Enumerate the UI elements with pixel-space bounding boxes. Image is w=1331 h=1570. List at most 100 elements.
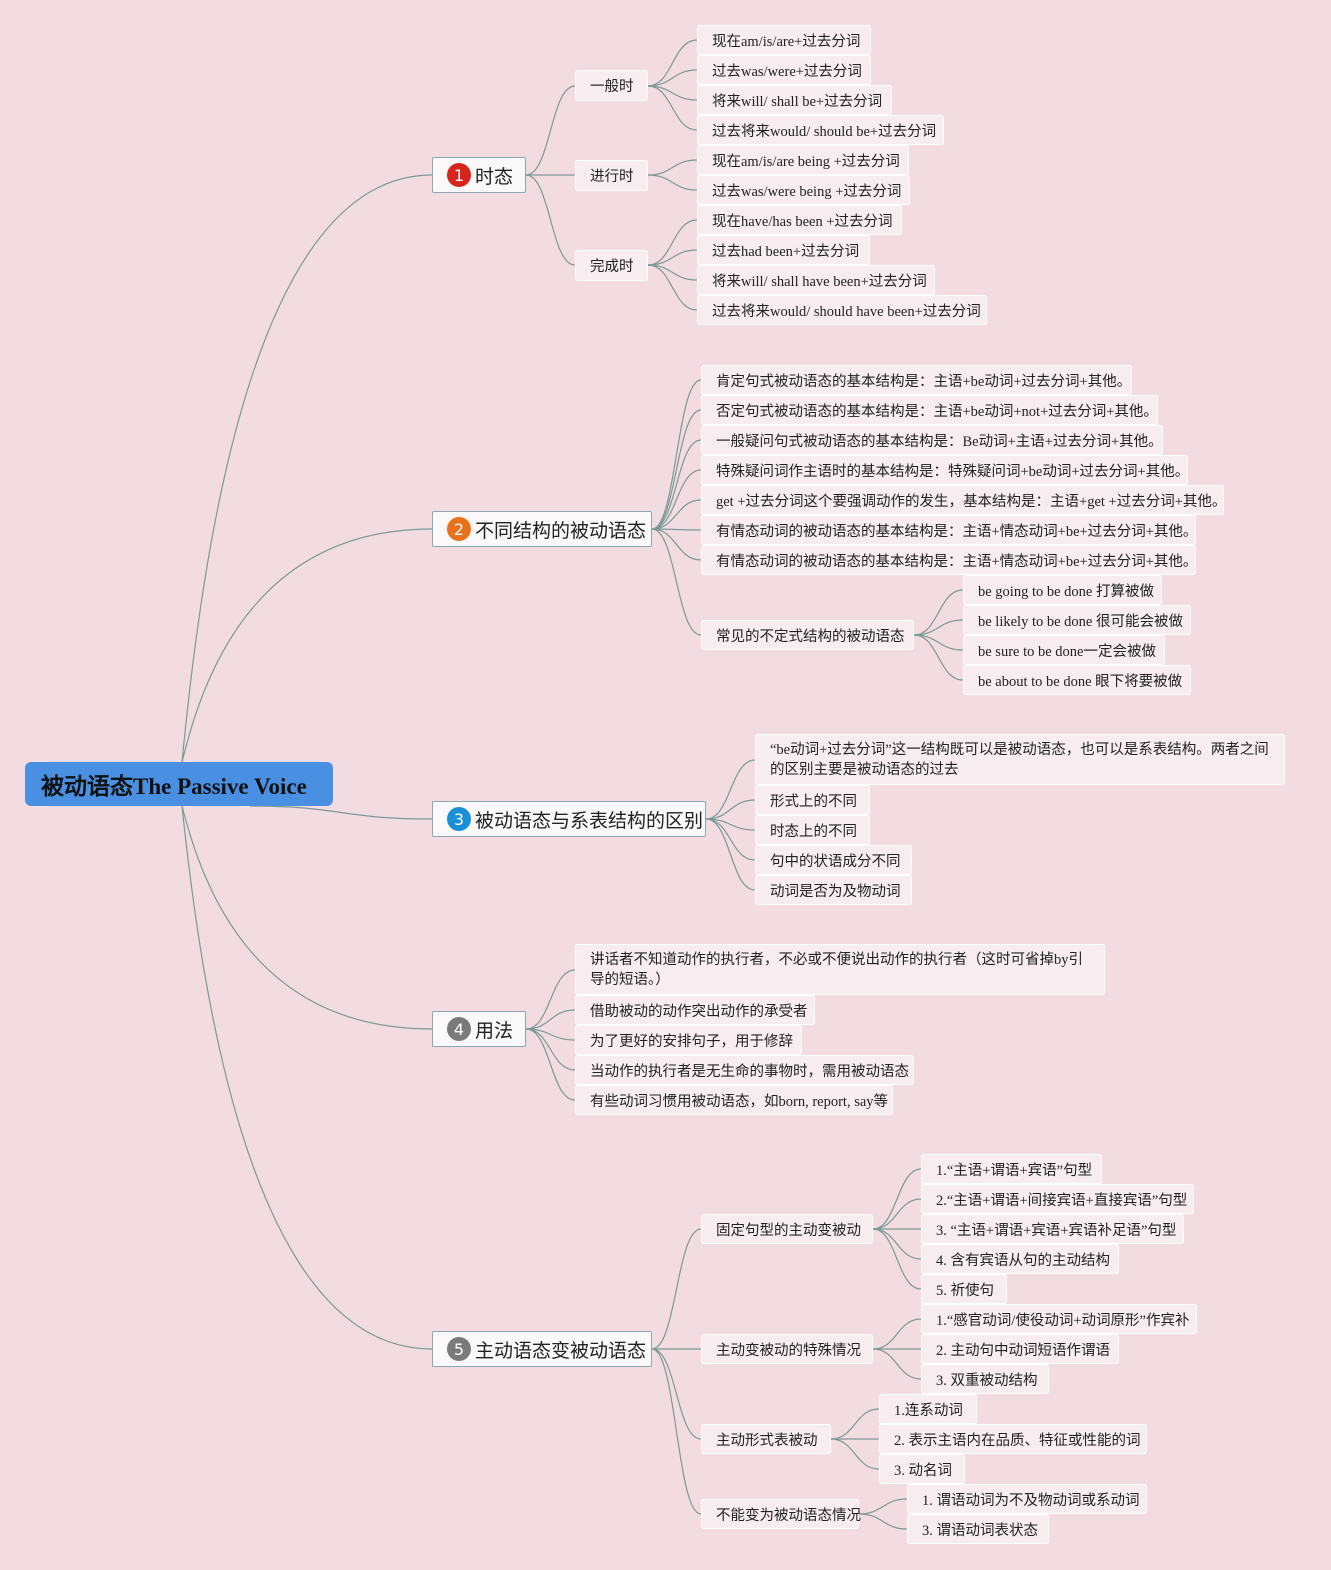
leaf-text: 过去was/were being +过去分词: [712, 183, 902, 200]
leaf-item[interactable]: be sure to be done一定会被做: [963, 635, 1165, 665]
leaf-item[interactable]: 借助被动的动作突出动作的承受者: [575, 995, 815, 1025]
branch-difference[interactable]: 3 被动语态与系表结构的区别: [432, 801, 706, 837]
sub-fixed-patterns[interactable]: 固定句型的主动变被动: [701, 1214, 873, 1244]
leaf-text: 有些动词习惯用被动语态，如born, report, say等: [590, 1093, 889, 1110]
branch-active-to-passive[interactable]: 5 主动语态变被动语态: [432, 1331, 652, 1367]
leaf-item[interactable]: 将来will/ shall be+过去分词: [697, 85, 892, 115]
leaf-text: 2. 表示主语内在品质、特征或性能的词: [894, 1432, 1141, 1449]
sub-label: 固定句型的主动变被动: [716, 1222, 861, 1239]
leaf-text: 3. 双重被动结构: [936, 1372, 1038, 1389]
number-badge-2: 2: [447, 517, 471, 541]
leaf-text: 为了更好的安排句子，用于修辞: [590, 1033, 793, 1050]
leaf-item[interactable]: 3. 双重被动结构: [921, 1364, 1049, 1394]
leaf-item[interactable]: 3. 谓语动词表状态: [907, 1514, 1049, 1544]
connector-line: [651, 439, 702, 530]
leaf-text: 借助被动的动作突出动作的承受者: [590, 1003, 808, 1020]
leaf-item[interactable]: 动词是否为及物动词: [755, 875, 912, 905]
leaf-item[interactable]: 当动作的执行者是无生命的事物时，需用被动语态: [575, 1055, 914, 1085]
sub-perfect-tense[interactable]: 完成时: [575, 250, 648, 281]
branch-structures[interactable]: 2 不同结构的被动语态: [432, 511, 652, 547]
connector-line: [858, 1498, 908, 1515]
leaf-item[interactable]: 4. 含有宾语从句的主动结构: [921, 1244, 1119, 1274]
root-node[interactable]: 被动语态The Passive Voice: [25, 762, 333, 806]
connector-line: [872, 1228, 922, 1260]
leaf-item[interactable]: 1. 谓语动词为不及物动词或系动词: [907, 1484, 1147, 1514]
leaf-item[interactable]: 将来will/ shall have been+过去分词: [697, 265, 935, 295]
connector-line: [651, 499, 702, 530]
leaf-text: 当动作的执行者是无生命的事物时，需用被动语态: [590, 1063, 909, 1080]
leaf-item[interactable]: 有情态动词的被动语态的基本结构是：主语+情态动词+be+过去分词+其他。: [701, 515, 1198, 545]
leaf-item[interactable]: 一般疑问句式被动语态的基本结构是：Be动词+主语+过去分词+其他。: [701, 425, 1163, 455]
leaf-text: 讲话者不知道动作的执行者，不必或不便说出动作的执行者（这时可省掉by引导的短语。…: [590, 951, 1083, 988]
leaf-text: 过去had been+过去分词: [712, 243, 860, 260]
leaf-item[interactable]: 过去had been+过去分词: [697, 235, 870, 265]
sub-special-cases[interactable]: 主动变被动的特殊情况: [701, 1334, 873, 1364]
leaf-item[interactable]: 特殊疑问词作主语时的基本结构是：特殊疑问词+be动词+过去分词+其他。: [701, 455, 1189, 485]
leaf-item[interactable]: 3. 动名词: [879, 1454, 965, 1484]
leaf-item[interactable]: 有情态动词的被动语态的基本结构是：主语+情态动词+be+过去分词+其他。: [701, 545, 1198, 575]
leaf-item[interactable]: 现在am/is/are being +过去分词: [697, 145, 909, 175]
connector-line: [872, 1168, 922, 1230]
leaf-text: 现在am/is/are+过去分词: [712, 33, 861, 50]
leaf-item[interactable]: 2. 主动句中动词短语作谓语: [921, 1334, 1119, 1364]
sub-label: 主动形式表被动: [716, 1432, 818, 1449]
leaf-item[interactable]: 肯定句式被动语态的基本结构是：主语+be动词+过去分词+其他。: [701, 365, 1132, 395]
sub-label: 进行时: [590, 169, 634, 185]
leaf-item[interactable]: 为了更好的安排句子，用于修辞: [575, 1025, 802, 1055]
leaf-item[interactable]: 过去was/were being +过去分词: [697, 175, 910, 205]
leaf-item[interactable]: 2. 表示主语内在品质、特征或性能的词: [879, 1424, 1147, 1454]
sub-cannot-passive[interactable]: 不能变为被动语态情况: [701, 1499, 861, 1529]
connector-line: [647, 85, 698, 131]
sub-simple-tense[interactable]: 一般时: [575, 70, 648, 101]
leaf-text: 现在have/has been +过去分词: [712, 213, 893, 230]
leaf-text: 有情态动词的被动语态的基本结构是：主语+情态动词+be+过去分词+其他。: [716, 523, 1198, 540]
connector-line: [913, 619, 964, 636]
sub-progressive-tense[interactable]: 进行时: [575, 160, 648, 191]
connector-line: [651, 469, 702, 530]
branch-tense[interactable]: 1 时态: [432, 157, 526, 193]
connector-line: [249, 805, 433, 820]
sub-label: 不能变为被动语态情况: [716, 1507, 861, 1524]
leaf-text: “be动词+过去分词”这一结构既可以是被动语态，也可以是系表结构。两者之间的区别…: [770, 741, 1269, 778]
leaf-text: 句中的状语成分不同: [770, 853, 901, 870]
leaf-item[interactable]: 形式上的不同: [755, 785, 870, 815]
connector-line: [647, 249, 698, 266]
leaf-text: 肯定句式被动语态的基本结构是：主语+be动词+过去分词+其他。: [716, 373, 1132, 390]
leaf-item[interactable]: be going to be done 打算被做: [963, 575, 1162, 605]
leaf-item[interactable]: 句中的状语成分不同: [755, 845, 912, 875]
leaf-item[interactable]: 过去将来would/ should be+过去分词: [697, 115, 944, 145]
leaf-item[interactable]: 过去was/were+过去分词: [697, 55, 871, 85]
connector-line: [913, 589, 964, 636]
leaf-item[interactable]: 讲话者不知道动作的执行者，不必或不便说出动作的执行者（这时可省掉by引导的短语。…: [575, 944, 1105, 995]
leaf-item[interactable]: “be动词+过去分词”这一结构既可以是被动语态，也可以是系表结构。两者之间的区别…: [755, 734, 1285, 785]
leaf-item[interactable]: be likely to be done 很可能会被做: [963, 605, 1191, 635]
leaf-item[interactable]: 3. “主语+谓语+宾语+宾语补足语”句型: [921, 1214, 1184, 1244]
connector-line: [913, 634, 964, 681]
leaf-item[interactable]: 时态上的不同: [755, 815, 870, 845]
leaf-item[interactable]: 否定句式被动语态的基本结构是：主语+be动词+not+过去分词+其他。: [701, 395, 1158, 425]
leaf-item[interactable]: 1.“主语+谓语+宾语”句型: [921, 1154, 1102, 1184]
leaf-text: 形式上的不同: [770, 793, 857, 810]
leaf-item[interactable]: 现在am/is/are+过去分词: [697, 25, 871, 55]
leaf-text: 一般疑问句式被动语态的基本结构是：Be动词+主语+过去分词+其他。: [716, 433, 1163, 450]
leaf-text: 否定句式被动语态的基本结构是：主语+be动词+not+过去分词+其他。: [716, 403, 1158, 420]
branch-usage[interactable]: 4 用法: [432, 1011, 526, 1047]
branch-label: 用法: [475, 1020, 514, 1042]
leaf-item[interactable]: 1.“感官动词/使役动词+动词原形”作宾补: [921, 1304, 1197, 1334]
leaf-item[interactable]: 5. 祈使句: [921, 1274, 1007, 1304]
leaf-item[interactable]: 有些动词习惯用被动语态，如born, report, say等: [575, 1085, 893, 1115]
leaf-item[interactable]: get +过去分词这个要强调动作的发生，基本结构是：主语+get +过去分词+其…: [701, 485, 1226, 515]
leaf-item[interactable]: be about to be done 眼下将要被做: [963, 665, 1191, 695]
sub-infinitive-passive[interactable]: 常见的不定式结构的被动语态: [701, 620, 914, 650]
branch-label: 时态: [475, 166, 514, 188]
connector-line: [872, 1228, 922, 1290]
leaf-item[interactable]: 现在have/has been +过去分词: [697, 205, 902, 235]
leaf-item[interactable]: 2.“主语+谓语+间接宾语+直接宾语”句型: [921, 1184, 1194, 1214]
leaf-item[interactable]: 1.连系动词: [879, 1394, 977, 1424]
connector-line: [651, 409, 702, 530]
number-badge-3: 3: [447, 807, 471, 831]
leaf-text: 有情态动词的被动语态的基本结构是：主语+情态动词+be+过去分词+其他。: [716, 553, 1198, 570]
sub-active-form-passive[interactable]: 主动形式表被动: [701, 1424, 831, 1454]
leaf-item[interactable]: 过去将来would/ should have been+过去分词: [697, 295, 987, 325]
connector-line: [647, 69, 698, 87]
